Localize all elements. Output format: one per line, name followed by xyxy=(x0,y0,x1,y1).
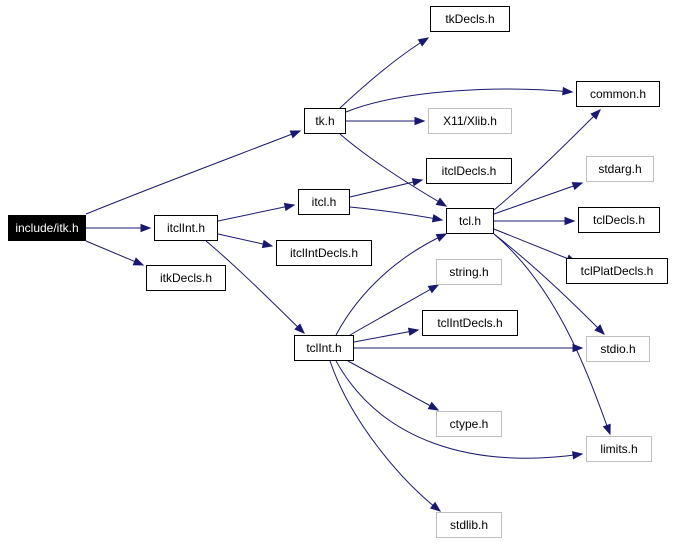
node-itcl-h[interactable]: itcl.h xyxy=(298,189,350,215)
arrowhead xyxy=(411,178,424,187)
edge-tclint-h-to-stdlib-h xyxy=(329,360,442,512)
node-tclint-h[interactable]: tclInt.h xyxy=(294,335,354,361)
edge-tclint-h-to-tclintdecls-h xyxy=(353,327,420,343)
edge-tcl-h-to-limits-h xyxy=(493,233,611,436)
arrowhead xyxy=(590,109,601,120)
node-tcl-h[interactable]: tcl.h xyxy=(446,208,494,234)
node-stdarg-h[interactable]: stdarg.h xyxy=(586,156,654,182)
arrowhead xyxy=(427,284,440,294)
node-limits-h[interactable]: limits.h xyxy=(586,436,652,462)
arrowhead xyxy=(435,233,448,242)
arrowhead xyxy=(564,216,576,226)
edge-itcl-h-to-itcldecls-h xyxy=(349,178,424,198)
node-tclplatdecls-h[interactable]: tclPlatDecls.h xyxy=(566,258,668,284)
edge-tk-h-to-x11-xlib-h xyxy=(346,116,426,126)
arrowhead xyxy=(572,451,584,460)
edge-tk-h-to-tcl-h xyxy=(339,133,448,207)
node-string-h[interactable]: string.h xyxy=(436,259,502,285)
edge-include-itk-h-to-itkdecls-h xyxy=(85,240,145,266)
arrowhead xyxy=(132,257,145,266)
edge-tclint-h-to-tcl-h xyxy=(335,233,448,336)
node-tcldecls-h[interactable]: tclDecls.h xyxy=(578,207,660,233)
node-x11-xlib-h[interactable]: X11/Xlib.h xyxy=(428,108,512,134)
node-stdio-h[interactable]: stdio.h xyxy=(586,336,650,362)
node-tk-h[interactable]: tk.h xyxy=(304,108,346,134)
arrowhead xyxy=(429,501,442,512)
edge-tclint-h-to-limits-h xyxy=(335,360,584,460)
edge-itclint-h-to-itclintdecls-h xyxy=(217,233,274,249)
arrowhead xyxy=(283,202,296,212)
arrowhead xyxy=(602,423,611,436)
arrowhead xyxy=(289,130,302,139)
node-tclintdecls-h[interactable]: tclIntDecls.h xyxy=(422,310,518,336)
node-stdlib-h[interactable]: stdlib.h xyxy=(436,512,502,538)
arrowhead xyxy=(427,401,440,411)
arrowhead xyxy=(140,223,152,233)
edge-itclint-h-to-tclint-h xyxy=(205,240,305,334)
edge-tk-h-to-tkdecls-h xyxy=(339,37,430,109)
edges-group xyxy=(85,37,611,512)
node-tkdecls-h[interactable]: tkDecls.h xyxy=(430,6,510,32)
arrowhead xyxy=(414,116,426,126)
node-itclint-h[interactable]: itclInt.h xyxy=(154,215,218,241)
arrowhead xyxy=(294,323,305,334)
edge-tcl-h-to-common-h xyxy=(493,109,601,211)
node-ctype-h[interactable]: ctype.h xyxy=(436,411,502,437)
edge-tcl-h-to-stdarg-h xyxy=(493,182,584,215)
edge-tk-h-to-common-h xyxy=(345,86,574,113)
arrowhead xyxy=(407,327,420,336)
arrowhead xyxy=(261,239,274,249)
node-common-h[interactable]: common.h xyxy=(576,81,660,107)
edge-itcl-h-to-tcl-h xyxy=(349,206,444,223)
node-itclintdecls-h[interactable]: itclIntDecls.h xyxy=(276,240,372,266)
arrowhead xyxy=(562,86,574,96)
arrowhead xyxy=(435,197,448,207)
arrowhead xyxy=(431,214,444,223)
edge-itclint-h-to-itcl-h xyxy=(217,202,296,222)
edge-include-itk-h-to-itclint-h xyxy=(86,223,152,233)
edge-include-itk-h-to-tk-h xyxy=(85,130,302,215)
edge-tcl-h-to-stdio-h xyxy=(493,233,605,335)
arrowhead xyxy=(572,343,584,353)
edge-tclint-h-to-string-h xyxy=(349,284,440,336)
node-itcldecls-h[interactable]: itclDecls.h xyxy=(426,158,512,184)
arrowhead xyxy=(594,324,605,335)
edge-tclint-h-to-stdio-h xyxy=(354,343,584,353)
arrowhead xyxy=(417,37,430,47)
arrowhead xyxy=(571,182,584,191)
node-itkdecls-h[interactable]: itkDecls.h xyxy=(146,265,226,291)
edge-tclint-h-to-ctype-h xyxy=(347,360,440,411)
edge-tcl-h-to-tcldecls-h xyxy=(494,216,576,226)
node-include-itk-h[interactable]: include/itk.h xyxy=(8,215,86,241)
